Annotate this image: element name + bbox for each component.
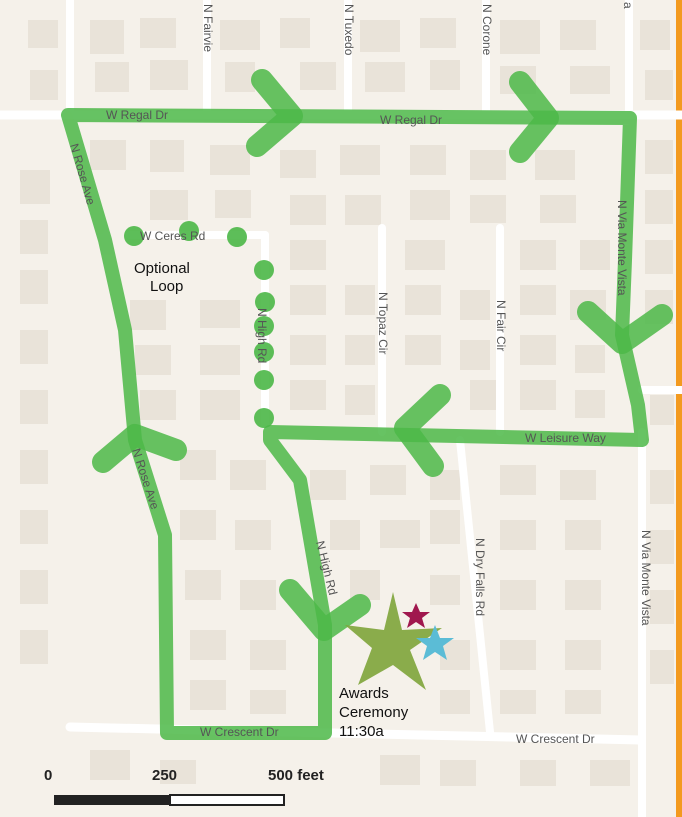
scale-label-mid: 250 (152, 767, 177, 784)
optional-loop-label-line2: Loop (150, 278, 183, 295)
street-label-w-crescent-2: W Crescent Dr (516, 732, 595, 746)
street-label-n-tuxedo: N Tuxedo (342, 4, 356, 56)
awards-label-line3: 11:30a (339, 723, 384, 740)
scale-bar: 0 250 500 feet (44, 767, 324, 806)
street-label-w-crescent-1: W Crescent Dr (200, 725, 279, 739)
awards-label-line1: Awards (339, 685, 389, 702)
small-blue-star-icon (416, 625, 454, 660)
arrow-leisure-west (394, 384, 451, 477)
street-label-w-regal-1: W Regal Dr (106, 108, 168, 122)
scale-label-end: 500 feet (268, 767, 324, 784)
optional-loop-label-line1: Optional (134, 260, 190, 277)
awards-star-icon (345, 592, 454, 690)
street-label-w-regal-2: W Regal Dr (380, 113, 442, 127)
scale-label-zero: 0 (44, 767, 52, 784)
street-label-n-high-1: N High Rd (255, 308, 269, 363)
direction-arrows (92, 69, 673, 641)
scale-bar-light-segment (169, 794, 285, 806)
scale-bar-dark-segment (54, 795, 170, 805)
arrow-rose-north (92, 424, 187, 473)
awards-label-line2: Ceremony (339, 704, 409, 721)
street-label-n-fairview: N Fairvie (201, 4, 215, 52)
map-right-border (676, 0, 682, 817)
street-label-n-via-monte-vista-2: N Via Monte Vista (639, 530, 653, 626)
building-blocks (20, 18, 674, 786)
street-label-n-fair: N Fair Cir (494, 300, 508, 351)
street-label-top-right-partial: a (621, 2, 635, 9)
arrow-via-monte-vista-south (577, 301, 673, 354)
street-label-w-ceres: W Ceres Rd (140, 229, 205, 243)
arrow-high-south (279, 579, 371, 641)
small-red-star-icon (402, 603, 430, 628)
street-label-n-corona: N Corone (480, 4, 494, 56)
street-label-w-leisure: W Leisure Way (525, 431, 606, 445)
street-label-n-topaz: N Topaz Cir (376, 292, 390, 354)
street-label-n-via-monte-vista-1: N Via Monte Vista (615, 200, 629, 296)
arrow-regal-east-1 (246, 69, 303, 157)
arrow-regal-east-2 (509, 71, 559, 163)
street-label-n-dry-falls: N Dry Falls Rd (473, 538, 487, 616)
optional-loop-dots (124, 221, 275, 428)
